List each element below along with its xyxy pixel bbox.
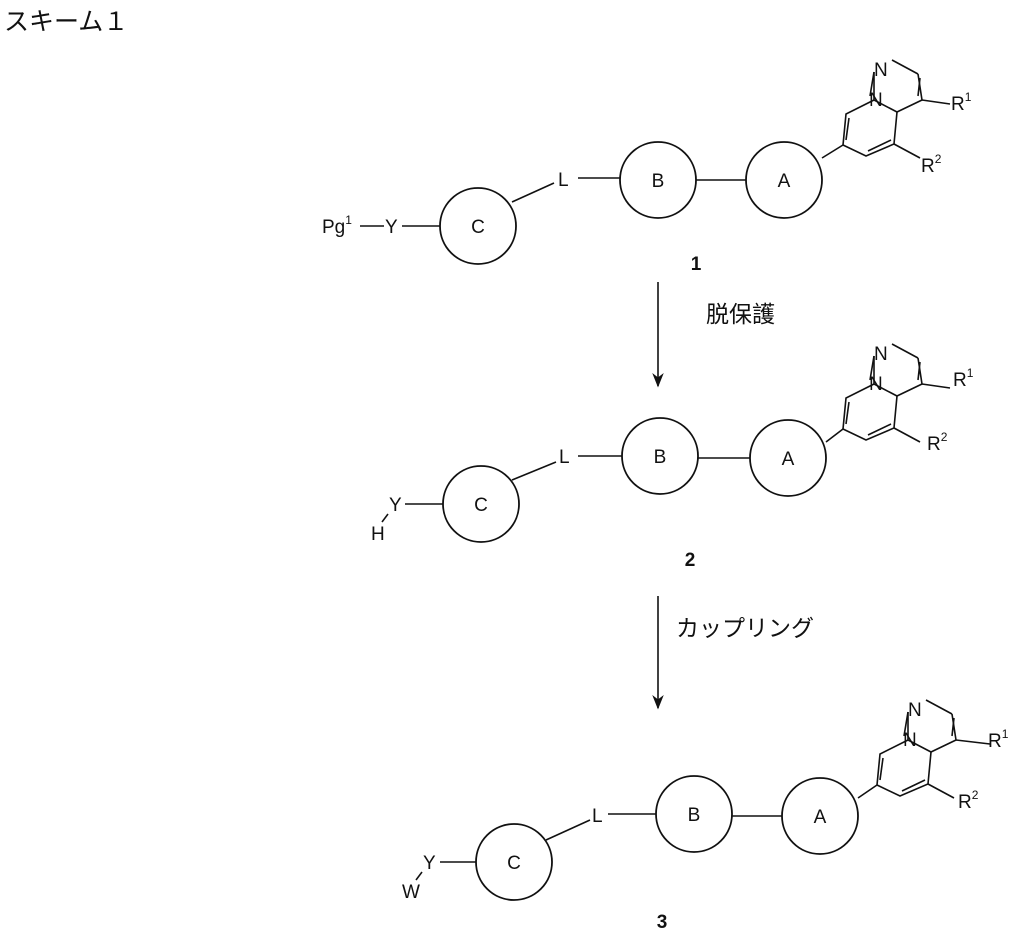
- atom-w: W: [402, 882, 420, 903]
- substituent-r2: R2: [921, 152, 942, 177]
- scheme-title: スキーム１: [4, 7, 128, 36]
- linker-l: L: [592, 806, 603, 827]
- ring-b-label: B: [688, 805, 701, 826]
- substituent-r1: R1: [988, 727, 1009, 752]
- ring-a-label: A: [778, 171, 791, 192]
- substituent-anchor-n2: N: [903, 730, 917, 751]
- protecting-group: Pg1: [322, 213, 352, 238]
- ring-c-label: C: [474, 495, 488, 516]
- bicyclic-core: [877, 700, 990, 798]
- substituent-r1: R1: [953, 366, 974, 391]
- substituent-r2: R2: [927, 430, 948, 455]
- substituent-r1: R1: [951, 90, 972, 115]
- compound-2: N N R1 R2 A B C L Y H 2: [371, 344, 974, 571]
- ring-c-label: C: [507, 853, 521, 874]
- bicyclic-core: [843, 60, 950, 158]
- compound-number: 2: [685, 550, 696, 571]
- step-label-coupling: カップリング: [676, 616, 814, 642]
- compound-1: N N R1 R2 A B C L Y Pg1 1: [322, 60, 972, 275]
- compound-number: 3: [657, 912, 668, 933]
- atom-n2: N: [869, 374, 883, 395]
- atom-n1: N: [874, 344, 888, 365]
- ring-a-label: A: [814, 807, 827, 828]
- substituent-r2: R2: [958, 788, 979, 813]
- atom-n1: N: [908, 700, 922, 721]
- ring-a-label: A: [782, 449, 795, 470]
- compound-3: N N R1 R2 A B C L Y W 3: [402, 700, 1009, 933]
- ring-b-label: B: [652, 171, 665, 192]
- step-label-deprotection: 脱保護: [706, 302, 775, 328]
- bicyclic-core: [843, 344, 950, 442]
- linker-l: L: [558, 170, 569, 191]
- atom-n2: N: [869, 90, 883, 111]
- compound-number: 1: [691, 254, 702, 275]
- atom-y: Y: [389, 495, 402, 516]
- atom-h: H: [371, 524, 385, 545]
- atom-y: Y: [423, 853, 436, 874]
- atom-n1: N: [874, 60, 888, 81]
- linker-l: L: [559, 447, 570, 468]
- ring-c-label: C: [471, 217, 485, 238]
- atom-y: Y: [385, 217, 398, 238]
- ring-b-label: B: [654, 447, 667, 468]
